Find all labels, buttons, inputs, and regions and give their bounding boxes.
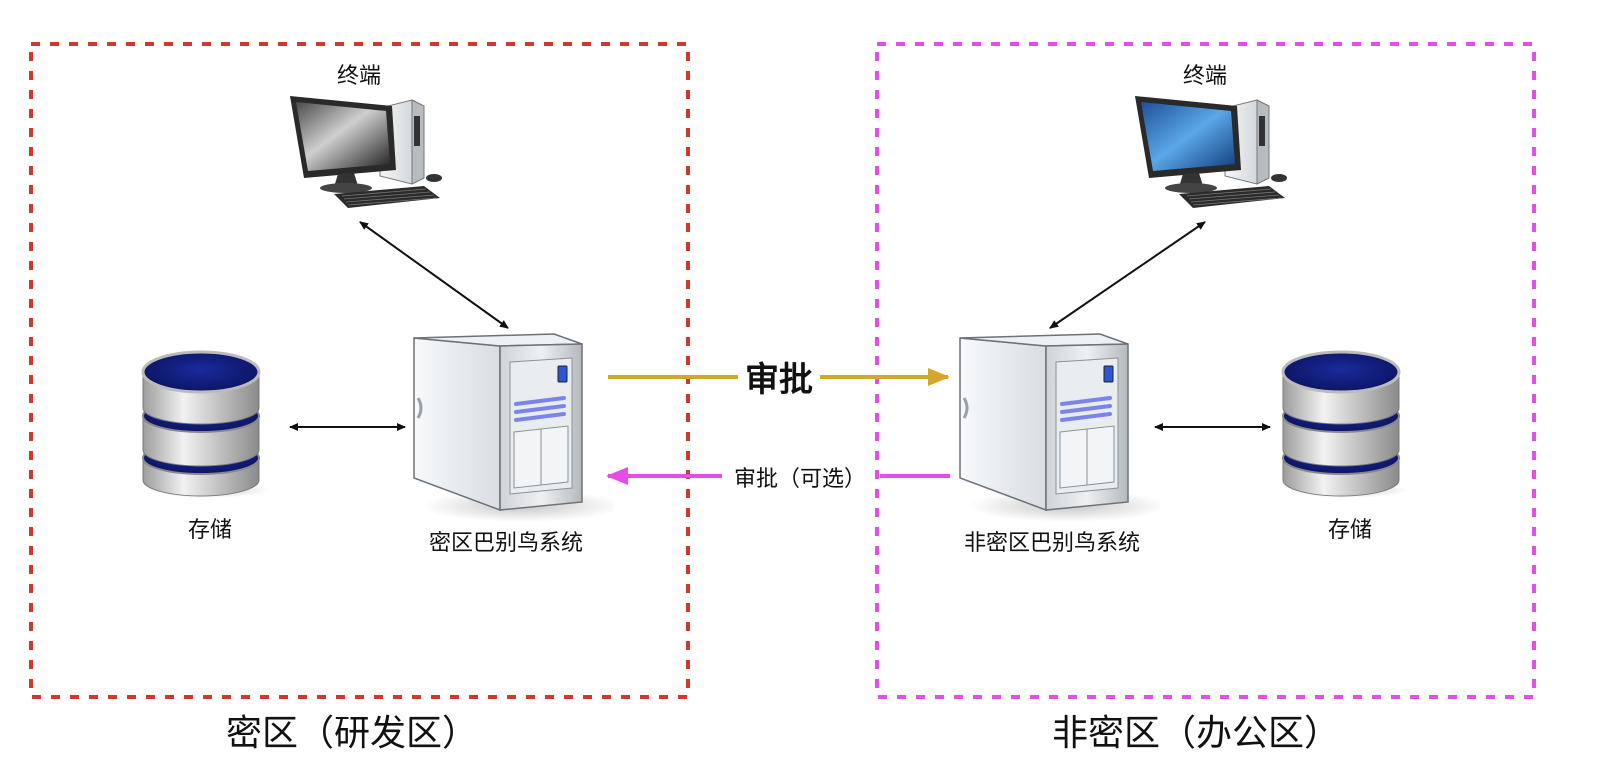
open-terminal-label: 终端	[1183, 64, 1227, 89]
secure-storage: 存储	[141, 350, 268, 543]
open-server-label: 非密区巴别鸟系统	[964, 531, 1140, 556]
secure-terminal: 终端	[289, 64, 443, 209]
open-zone-boundary	[875, 42, 1536, 699]
open-zone-title: 非密区（办公区）	[1052, 713, 1340, 754]
secure-zone-title: 密区（研发区）	[226, 713, 478, 754]
server-tower-icon	[958, 332, 1160, 524]
secure-server-label: 密区巴别鸟系统	[429, 531, 583, 556]
secure-server: 密区巴别鸟系统	[412, 332, 614, 556]
open-terminal: 终端	[1134, 64, 1288, 209]
secure-terminal-server-connector	[359, 221, 509, 329]
approval-label: 审批	[745, 360, 813, 400]
database-icon	[1281, 350, 1408, 500]
server-tower-icon	[412, 332, 614, 524]
open-storage: 存储	[1281, 350, 1408, 543]
optional-approval-label: 审批（可选）	[734, 467, 866, 492]
open-storage-label: 存储	[1328, 518, 1372, 543]
secure-terminal-label: 终端	[337, 64, 381, 89]
secure-storage-label: 存储	[188, 518, 232, 543]
desktop-computer-icon	[289, 95, 443, 209]
secure-zone-boundary	[29, 42, 690, 699]
open-server: 非密区巴别鸟系统	[958, 332, 1160, 556]
database-icon	[141, 350, 268, 500]
open-terminal-server-connector	[1049, 221, 1206, 329]
desktop-computer-icon	[1134, 95, 1288, 209]
